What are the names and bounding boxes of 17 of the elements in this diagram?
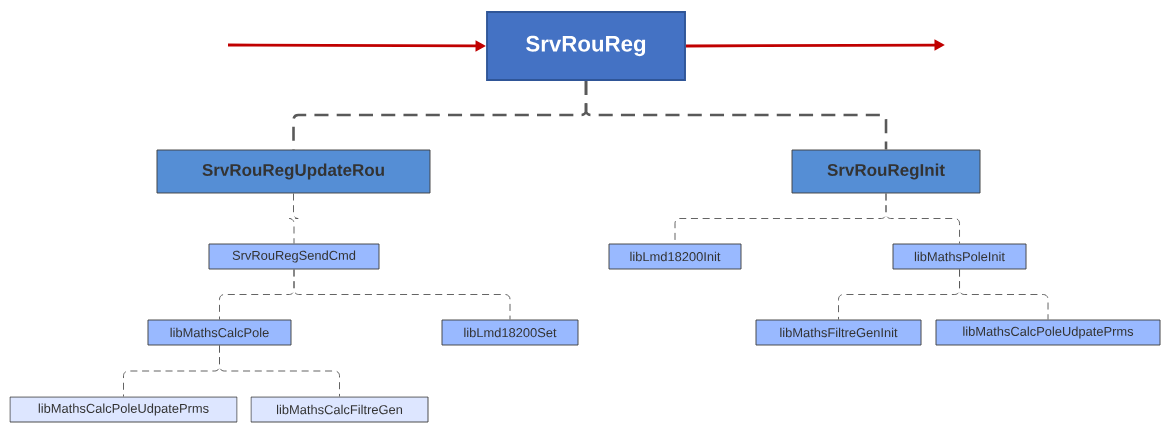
function-box: libMathsCalcPoleUdpatePrms [9,396,238,423]
function-box: libMathsCalcPoleUdpatePrms [935,319,1161,346]
connector-line [584,80,888,150]
function-box: SrvRouRegSendCmd [208,243,380,270]
connector-line [288,193,299,244]
module-box: SrvRouRegInit [791,149,981,194]
function-box: libMathsCalcFiltreGen [250,396,429,423]
function-box: libLmd18200Set [441,319,579,346]
connector-line [959,269,1049,320]
top-box: SrvRouReg [486,11,686,81]
function-box: libMathsPoleInit [892,243,1027,270]
function-box: libMathsFiltreGenInit [755,319,922,346]
module-box: SrvRouRegUpdateRou [156,149,431,194]
function-box: libLmd18200Init [608,243,742,270]
connector-line [219,345,340,397]
connector-line [293,269,511,320]
function-box: libMathsCalcPole [147,319,292,346]
